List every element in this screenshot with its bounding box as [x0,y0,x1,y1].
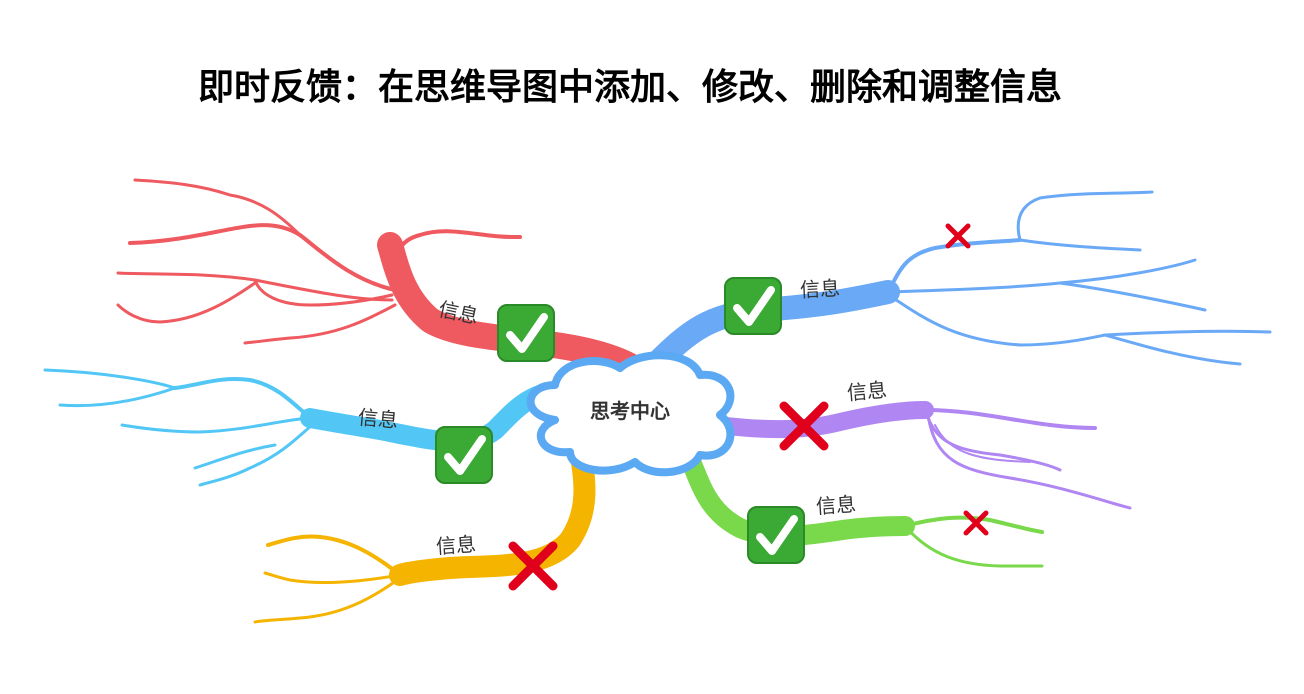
check-mark-button-icon [747,506,805,564]
branch-label-top-right: 信息 [799,276,840,302]
branch-label-mid-right: 信息 [846,378,888,405]
check-mark-button-icon [724,277,782,335]
branch-label-bot-left: 信息 [435,532,477,559]
cross-mark-icon [779,401,829,451]
page-title: 即时反馈：在思维导图中添加、修改、删除和调整信息 [197,67,1062,108]
central-topic-node[interactable]: 思考中心 [526,351,735,477]
cross-mark-icon [963,510,989,536]
check-mark-button-icon [497,304,555,362]
cross-mark-icon [508,541,558,591]
central-topic-label: 思考中心 [590,399,670,423]
cross-mark-icon [945,223,971,249]
branch-bot-right[interactable] [678,445,1044,568]
branch-mid-right[interactable] [709,401,1132,510]
branch-label-bot-right: 信息 [815,492,857,519]
branch-label-mid-left: 信息 [357,405,399,432]
branch-bot-left[interactable] [253,439,596,624]
check-mark-button-icon [435,426,493,484]
